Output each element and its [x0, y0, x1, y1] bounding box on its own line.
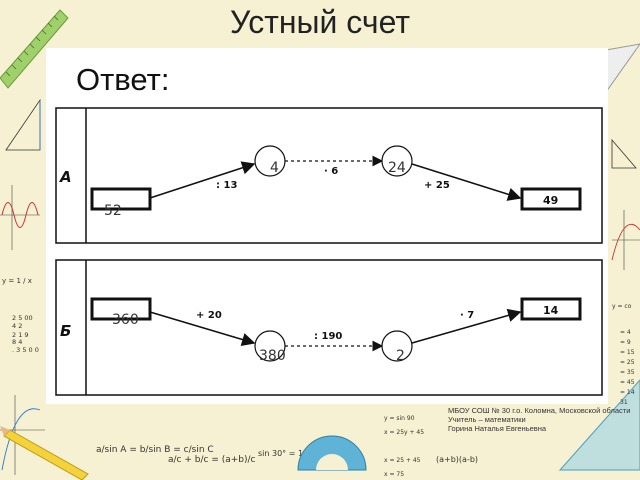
formula-text: x = 25y + 45: [384, 429, 424, 436]
svg-text:= 15: = 15: [620, 349, 635, 356]
school-name: МБОУ СОШ № 30 г.о. Коломна, Московской о…: [448, 406, 631, 415]
operation-label: + 20: [196, 310, 222, 321]
pencil-icon: [0, 426, 89, 480]
section-a-frame: [55, 107, 603, 244]
svg-text:= 25: = 25: [620, 359, 635, 366]
formula-text: sin 30° = 1: [258, 449, 303, 458]
svg-text:8 4: 8 4: [12, 338, 22, 346]
svg-text:4 2: 4 2: [12, 322, 22, 330]
section-a-label: А: [59, 168, 72, 186]
result-box: [520, 187, 582, 211]
start-value: 52: [104, 203, 122, 219]
start-box: [90, 187, 152, 211]
svg-text:31: 31: [620, 399, 628, 406]
sine-graph-icon: [0, 185, 40, 250]
svg-text:. 3 5 0 0: . 3 5 0 0: [12, 346, 39, 354]
formula-text: y = co: [612, 303, 632, 310]
set-square-icon: [558, 379, 640, 471]
section-b: Б 360 + 20 380 : 190 2 · 7 14: [55, 259, 603, 396]
result-value: 14: [543, 304, 559, 317]
result-box: [520, 297, 582, 321]
teacher-name: Горина Наталья Евгеньевна: [448, 424, 547, 433]
node-circle: [381, 145, 413, 177]
section-b-frame: [55, 259, 603, 396]
page-title: Устный счет: [230, 4, 410, 40]
triangle-sketch-icon: [5, 98, 41, 151]
svg-text:2 5 00: 2 5 00: [12, 314, 33, 322]
column-arithmetic-icon: 2 5 00 4 2 2 1 9 8 4 . 3 5 0 0: [12, 314, 39, 354]
operation-label: + 25: [424, 180, 450, 191]
arrow: [411, 308, 522, 344]
formula-text: a/c + b/c = (a+b)/c: [168, 455, 256, 465]
formula-text: x = 75: [384, 471, 404, 478]
author-credits: МБОУ СОШ № 30 г.о. Коломна, Московской о…: [448, 406, 638, 433]
operation-label: · 7: [460, 310, 474, 321]
formula-text: y = 1 / x: [2, 277, 32, 285]
section-a: А 52 : 13 4 · 6 24 + 25 49: [55, 107, 603, 244]
result-value: 49: [543, 194, 558, 207]
ruler-icon: [0, 9, 69, 89]
operation-label: · 6: [324, 166, 338, 177]
node-value: 380: [259, 348, 286, 364]
start-box: [90, 297, 152, 321]
svg-text:= 14: = 14: [620, 389, 635, 396]
svg-text:= 9: = 9: [620, 339, 631, 346]
formula-text: y = sin 90: [384, 415, 415, 422]
arrow: [149, 311, 256, 347]
protractor-icon: [297, 435, 367, 471]
node-value: 2: [396, 348, 405, 364]
svg-text:= 4: = 4: [620, 329, 631, 336]
operation-label: : 13: [216, 180, 237, 191]
node-value: 4: [270, 160, 279, 176]
teacher-role: Учитель – математики: [448, 415, 526, 424]
triangle-sketch-icon: [611, 138, 637, 169]
arrow: [149, 161, 256, 199]
svg-text:= 45: = 45: [620, 379, 635, 386]
formula-text: (a+b)(a-b): [436, 455, 478, 464]
answer-label: Ответ:: [76, 62, 170, 97]
formula-text: x = 25 + 45: [384, 457, 421, 464]
operation-label: : 190: [314, 331, 342, 342]
formula-text: a/sin A = b/sin B = c/sin C: [96, 445, 214, 455]
function-graph-icon: [611, 210, 640, 270]
arrow: [411, 163, 522, 201]
svg-text:= 35: = 35: [620, 369, 635, 376]
node-circle: [381, 330, 413, 362]
node-value: 24: [388, 160, 406, 176]
svg-text:2 1 9: 2 1 9: [12, 331, 29, 339]
section-b-label: Б: [60, 322, 71, 340]
start-value: 360: [112, 312, 139, 328]
column-arithmetic-icon: = 4 = 9 = 15 = 25 = 35 = 45 = 14 31: [620, 329, 635, 406]
